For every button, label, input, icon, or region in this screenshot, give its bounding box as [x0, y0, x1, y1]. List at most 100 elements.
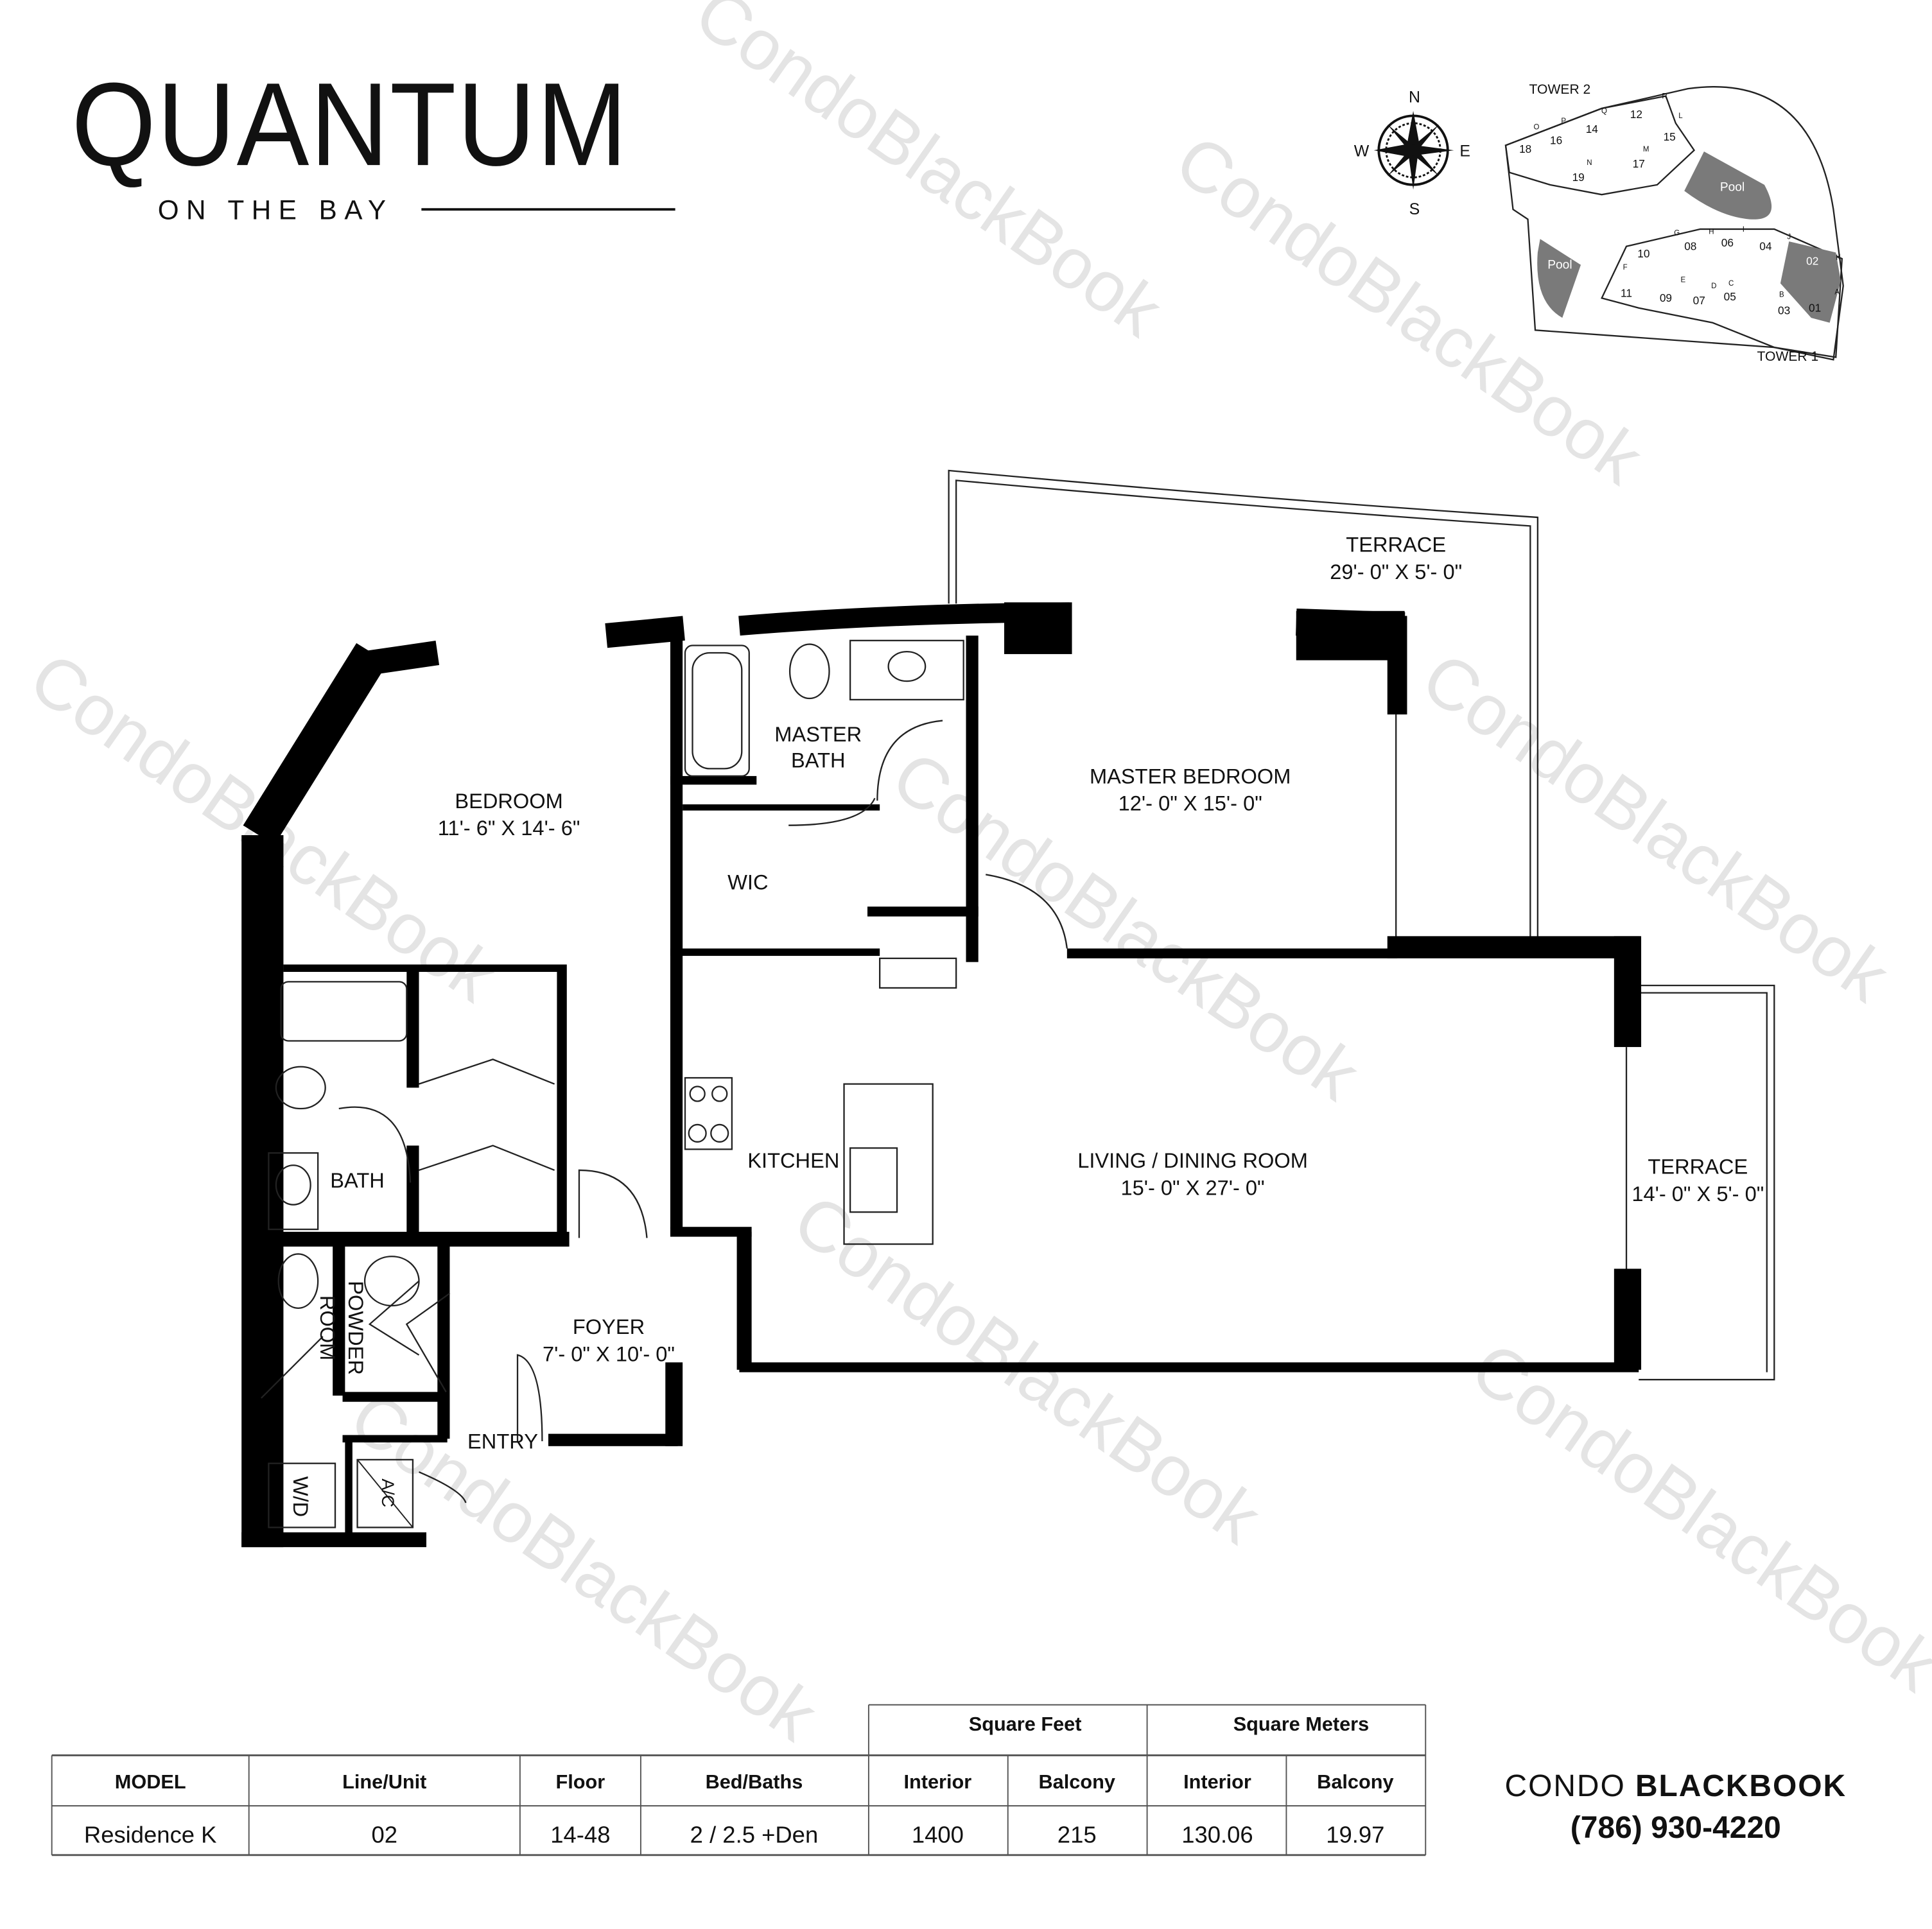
- site-line-H: H: [1709, 229, 1714, 236]
- site-unit-18: 18: [1519, 143, 1531, 155]
- site-unit-14: 14: [1586, 123, 1599, 135]
- watermark: CondoBlackBook: [336, 1376, 831, 1756]
- group-header-sqft: Square Feet: [969, 1713, 1082, 1735]
- table-header: MODEL: [115, 1770, 186, 1793]
- site-unit-09: 09: [1660, 291, 1672, 304]
- site-outline: [1504, 86, 1844, 361]
- kitchen-name: KITCHEN: [747, 1148, 839, 1172]
- site-line-D: D: [1711, 282, 1716, 290]
- watermark: CondoBlackBook: [1408, 637, 1903, 1017]
- site-unit-10: 10: [1637, 247, 1649, 260]
- compass-s: S: [1409, 200, 1420, 218]
- contact-brand-light: CONDO: [1505, 1769, 1626, 1803]
- site-line-Q: Q: [1601, 108, 1607, 116]
- tower1-outline: [1601, 228, 1843, 358]
- site-unit-03: 03: [1778, 304, 1790, 316]
- bedroom-size: 11'- 6" X 14'- 6": [438, 816, 580, 840]
- site-line-E: E: [1680, 276, 1685, 284]
- table-cell: 02: [372, 1822, 398, 1848]
- living-size: 15'- 0" X 27'- 0": [1121, 1175, 1265, 1199]
- site-line-M: M: [1643, 146, 1649, 153]
- table-header: Interior: [904, 1770, 972, 1793]
- highlighted-unit-02: [1780, 241, 1841, 323]
- table-cell: 130.06: [1181, 1822, 1253, 1848]
- contact-phone: (786) 930-4220: [1571, 1811, 1781, 1845]
- compass-e: E: [1459, 143, 1470, 160]
- fixtures: [268, 639, 964, 1528]
- wic-name: WIC: [727, 870, 768, 894]
- terrace-right-size: 14'- 0" X 5'- 0": [1632, 1182, 1764, 1206]
- site-unit-07: 07: [1693, 294, 1705, 307]
- pool-label-east: Pool: [1720, 180, 1745, 194]
- site-line-N: N: [1587, 159, 1592, 167]
- tower2-outline: [1504, 95, 1696, 196]
- site-unit-05: 05: [1724, 290, 1736, 303]
- bedroom-name: BEDROOM: [455, 789, 563, 813]
- contact-block: CONDO BLACKBOOK (786) 930-4220: [1505, 1769, 1847, 1845]
- site-unit-11: 11: [1621, 286, 1632, 299]
- site-line-P: P: [1561, 117, 1566, 125]
- room-labels: TERRACE 29'- 0" X 5'- 0" MASTER BATH MAS…: [289, 533, 1764, 1517]
- site-plan: N S W E Pool Pool TOWER 2 TOWER 1 181614…: [1354, 82, 1844, 364]
- site-line-J: J: [1787, 233, 1791, 241]
- contact-brand: CONDO BLACKBOOK: [1505, 1769, 1847, 1803]
- terraces: [948, 469, 1775, 1381]
- foyer-size: 7'- 0" X 10'- 0": [543, 1342, 675, 1365]
- entry-name: ENTRY: [467, 1430, 538, 1453]
- table-cell: Residence K: [84, 1822, 217, 1848]
- table-cell: 14-48: [550, 1822, 610, 1848]
- site-line-B: B: [1779, 291, 1784, 298]
- site-unit-04: 04: [1759, 240, 1772, 253]
- wd-name: W/D: [289, 1476, 313, 1517]
- master-bath-name-2: BATH: [791, 748, 846, 772]
- table-cell: 215: [1057, 1822, 1097, 1848]
- table-cell: 1400: [912, 1822, 964, 1848]
- site-unit-16: 16: [1550, 134, 1562, 147]
- compass-rose-icon: [1373, 110, 1454, 190]
- site-unit-15: 15: [1664, 130, 1676, 143]
- terrace-right-name: TERRACE: [1648, 1155, 1748, 1179]
- table-header: Balcony: [1317, 1770, 1393, 1793]
- site-line-I: I: [1743, 226, 1745, 234]
- master-bath-name-1: MASTER: [774, 722, 862, 746]
- compass-w: W: [1354, 143, 1370, 160]
- site-unit-17: 17: [1633, 157, 1645, 170]
- table-cell: 19.97: [1326, 1822, 1384, 1848]
- contact-brand-bold: BLACKBOOK: [1635, 1769, 1847, 1803]
- master-bedroom-size: 12'- 0" X 15'- 0": [1118, 791, 1262, 815]
- bath-name: BATH: [330, 1168, 385, 1192]
- site-line-R: R: [1662, 93, 1667, 101]
- site-unit-06: 06: [1721, 236, 1734, 249]
- table-header: Interior: [1183, 1770, 1251, 1793]
- site-line-F: F: [1623, 264, 1628, 272]
- site-line-L: L: [1678, 112, 1683, 120]
- table-header: Balcony: [1039, 1770, 1115, 1793]
- walls: [241, 602, 1642, 1548]
- tower2-label: TOWER 2: [1529, 82, 1591, 97]
- master-bedroom-name: MASTER BEDROOM: [1090, 764, 1291, 788]
- site-line-C: C: [1728, 280, 1734, 288]
- watermark: CondoBlackBook: [1458, 1326, 1932, 1706]
- terrace-top-size: 29'- 0" X 5'- 0": [1330, 560, 1462, 584]
- table-header: Floor: [556, 1770, 605, 1793]
- site-unit-01: 01: [1809, 301, 1821, 314]
- powder-name-2: ROOM: [316, 1295, 340, 1360]
- table-header: Line/Unit: [342, 1770, 426, 1793]
- ac-name: A/C: [378, 1478, 397, 1507]
- logo: QUANTUM ON THE BAY: [71, 58, 675, 225]
- pool-east: [1684, 151, 1772, 220]
- site-unit-12: 12: [1630, 108, 1642, 121]
- site-line-G: G: [1674, 230, 1680, 238]
- site-unit-08: 08: [1684, 240, 1696, 253]
- table-cell: 2 / 2.5 +Den: [690, 1822, 819, 1848]
- site-line-K: K: [1836, 254, 1841, 262]
- site-unit-19: 19: [1572, 171, 1585, 184]
- foyer-name: FOYER: [573, 1315, 645, 1338]
- watermark: CondoBlackBook: [681, 0, 1176, 352]
- table-header: Bed/Baths: [706, 1770, 803, 1793]
- site-line-A: A: [1834, 289, 1840, 297]
- logo-title: QUANTUM: [71, 58, 628, 191]
